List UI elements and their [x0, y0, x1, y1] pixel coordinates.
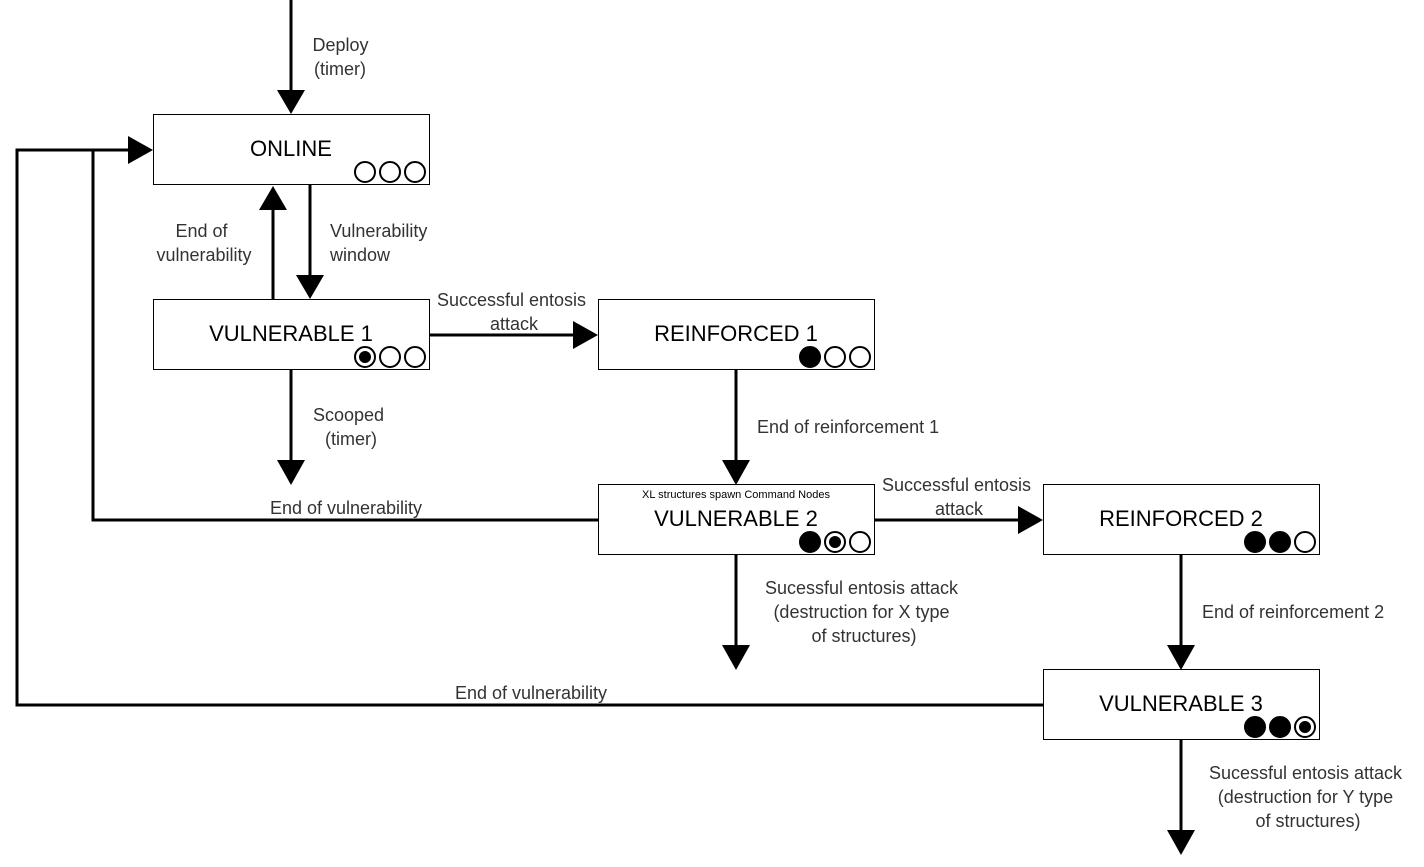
label-line: (destruction for Y type — [1218, 787, 1393, 807]
end-reinf-2-label: End of reinforcement 2 — [1202, 602, 1384, 622]
status-empty-icon — [824, 346, 846, 368]
label-line: Sucessful entosis attack — [1209, 763, 1403, 783]
state-title: VULNERABLE 3 — [1099, 691, 1263, 716]
state-title: ONLINE — [250, 136, 332, 161]
arrowhead-icon — [277, 90, 305, 114]
state-indicators — [799, 346, 871, 368]
status-filled-icon — [1244, 531, 1266, 553]
label-line: (destruction for X type — [773, 602, 949, 622]
label-line: (timer) — [325, 429, 377, 449]
destroy-y-label: Sucessful entosis attack (destruction fo… — [1209, 763, 1407, 831]
arrowhead-icon — [296, 275, 324, 299]
end-vuln-3-edge — [15, 148, 1043, 707]
label-line: attack — [935, 499, 984, 519]
status-dot-icon — [829, 536, 841, 548]
status-filled-icon — [799, 531, 821, 553]
status-filled-icon — [1269, 716, 1291, 738]
arrowhead-icon — [722, 460, 750, 485]
status-empty-icon — [354, 161, 376, 183]
state-indicators — [354, 346, 426, 368]
end-vuln-1-label: End of vulnerability — [156, 221, 251, 265]
label-line: attack — [490, 314, 539, 334]
state-title: VULNERABLE 2 — [654, 506, 818, 531]
state-indicators — [354, 161, 426, 183]
arrowhead-icon — [277, 460, 305, 485]
edge-labels: Deploy (timer) End of vulnerability Vuln… — [156, 35, 1407, 831]
state-indicators — [1244, 716, 1316, 738]
state-note: XL structures spawn Command Nodes — [642, 489, 830, 501]
state-vulnerable-3: VULNERABLE 3 — [1043, 669, 1320, 740]
label-line: of structures) — [811, 626, 916, 646]
arrowhead-icon — [1167, 830, 1195, 855]
arrowhead-icon — [259, 186, 287, 210]
state-title: REINFORCED 1 — [654, 321, 818, 346]
label-line: End of — [175, 221, 228, 241]
label-line: Sucessful entosis attack — [765, 578, 959, 598]
vuln-window-label: Vulnerability window — [329, 221, 432, 265]
state-vulnerable-1: VULNERABLE 1 — [153, 299, 430, 370]
arrowhead-icon — [128, 136, 153, 164]
state-indicators — [1244, 531, 1316, 553]
status-dot-icon — [1299, 721, 1311, 733]
end-vuln-3-label: End of vulnerability — [455, 683, 607, 703]
label-line: Vulnerability — [330, 221, 427, 241]
state-title: VULNERABLE 1 — [209, 321, 373, 346]
arrowheads — [128, 90, 1195, 855]
status-empty-icon — [404, 346, 426, 368]
label-line: Scooped — [313, 405, 384, 425]
state-vulnerable-2: XL structures spawn Command Nodes VULNER… — [598, 484, 875, 555]
state-online: ONLINE — [153, 114, 430, 185]
state-reinforced-2: REINFORCED 2 — [1043, 484, 1320, 555]
scooped-label: Scooped (timer) — [313, 405, 389, 449]
status-dot-icon — [359, 351, 371, 363]
label-line: of structures) — [1255, 811, 1360, 831]
status-filled-icon — [799, 346, 821, 368]
label-line: Successful entosis — [882, 475, 1031, 495]
edges — [15, 0, 1183, 832]
arrowhead-icon — [573, 321, 598, 349]
state-indicators — [799, 531, 871, 553]
arrowhead-icon — [1167, 645, 1195, 670]
status-empty-icon — [849, 531, 871, 553]
label-line: window — [329, 245, 391, 265]
status-empty-icon — [379, 161, 401, 183]
state-reinforced-1: REINFORCED 1 — [598, 299, 875, 370]
status-empty-icon — [1294, 531, 1316, 553]
entosis-1-label: Successful entosis attack — [437, 290, 591, 334]
entosis-2-label: Successful entosis attack — [882, 475, 1036, 519]
state-title: REINFORCED 2 — [1099, 506, 1263, 531]
label-line: Deploy — [312, 35, 368, 55]
destroy-x-label: Sucessful entosis attack (destruction fo… — [765, 578, 963, 646]
end-reinf-1-label: End of reinforcement 1 — [757, 417, 939, 437]
label-line: vulnerability — [156, 245, 251, 265]
status-filled-icon — [1244, 716, 1266, 738]
status-empty-icon — [404, 161, 426, 183]
status-filled-icon — [1269, 531, 1291, 553]
arrowhead-icon — [722, 645, 750, 670]
arrowhead-icon — [1018, 506, 1043, 534]
deploy-label: Deploy (timer) — [312, 35, 373, 79]
status-empty-icon — [849, 346, 871, 368]
label-line: Successful entosis — [437, 290, 586, 310]
label-line: (timer) — [314, 59, 366, 79]
end-vuln-2-label: End of vulnerability — [270, 498, 422, 518]
status-empty-icon — [379, 346, 401, 368]
